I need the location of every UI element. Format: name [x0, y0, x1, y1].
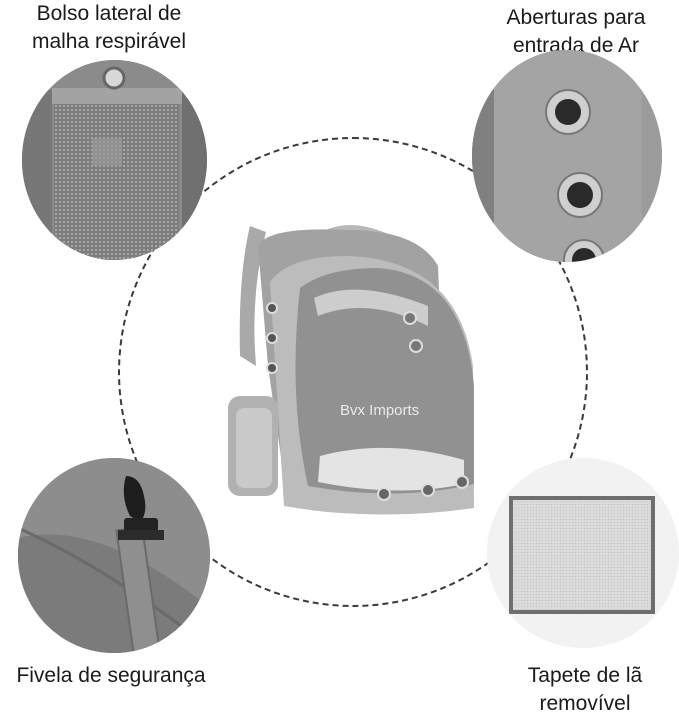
label-safety-buckle: Fivela de segurança [16, 664, 206, 687]
label-air-holes: Aberturas para entrada de Ar [478, 4, 674, 60]
watermark: Bvx Imports [340, 402, 420, 419]
backpack-photo: Bvx Imports [228, 216, 492, 524]
label-side-pocket: Bolso lateral de malha respirável [14, 0, 204, 56]
mesh-pocket-photo [22, 60, 207, 260]
label-air-holes-line2: entrada de Ar [512, 34, 640, 57]
air-hole-1 [545, 89, 591, 135]
label-wool-mat: Tapete de lã removível [500, 662, 670, 718]
safety-buckle-photo [18, 458, 210, 653]
label-side-pocket-line1: Bolso lateral de [36, 2, 182, 25]
label-wool-mat-line1: Tapete de lã [527, 664, 643, 687]
label-wool-mat-line2: removível [539, 692, 631, 715]
label-side-pocket-line2: malha respirável [31, 30, 187, 53]
wool-mat-photo [487, 458, 679, 648]
air-holes-photo [472, 50, 662, 262]
label-air-holes-line1: Aberturas para [506, 6, 646, 29]
dashed-circle [118, 137, 588, 607]
